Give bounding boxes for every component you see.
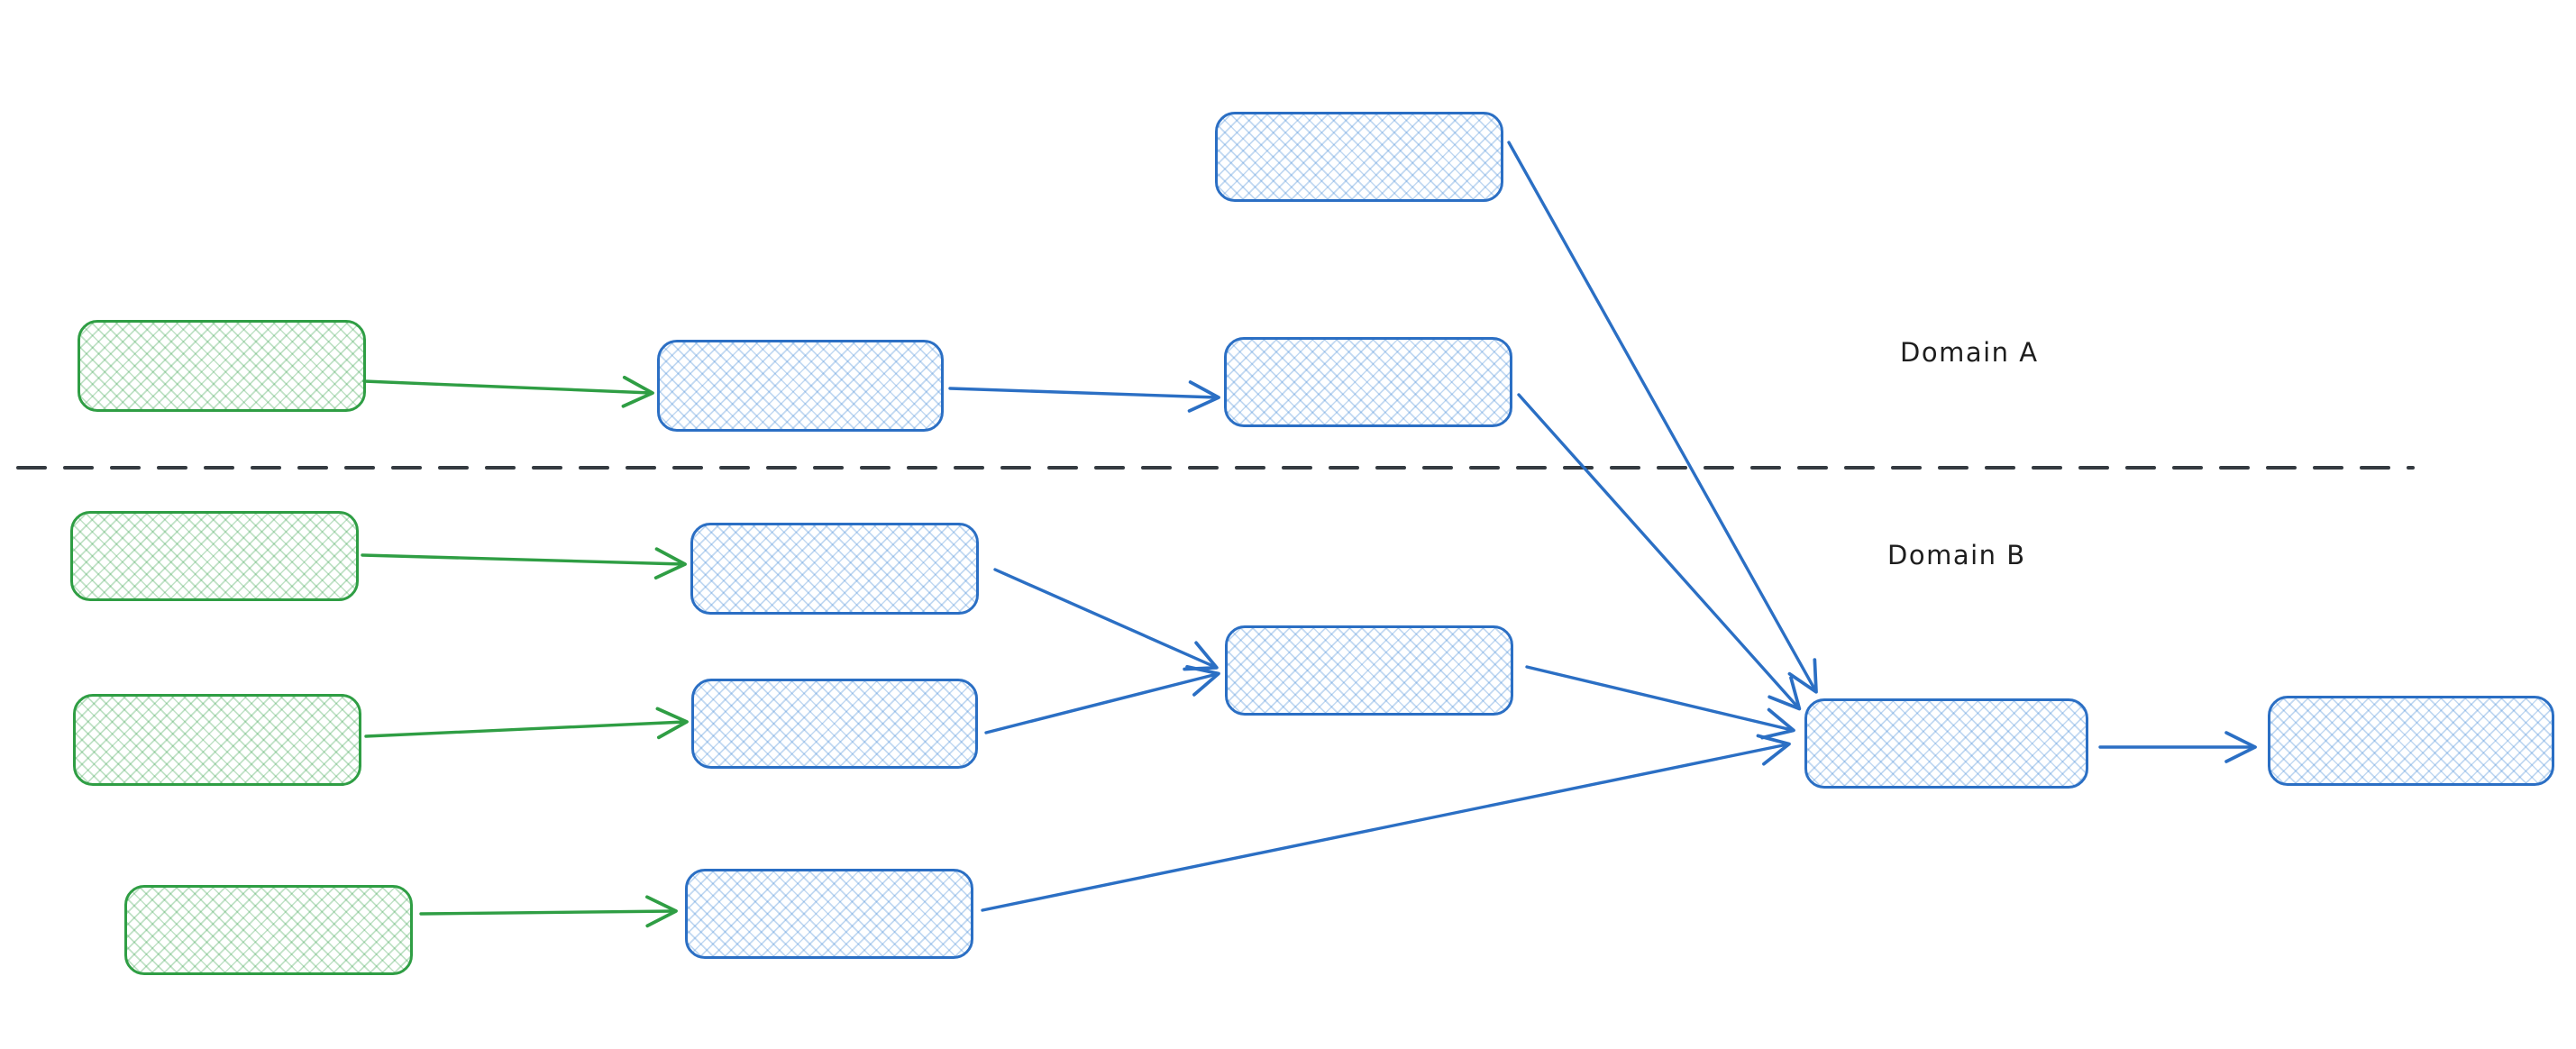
blue-stage1-b1[interactable] — [690, 523, 979, 615]
green-input-b1[interactable] — [70, 511, 359, 601]
arrow-stage1b2-to-stage2b[interactable] — [984, 665, 1220, 734]
green-input-b3[interactable] — [124, 885, 413, 975]
arrow-green-a-to-stage1[interactable] — [362, 375, 654, 408]
domain-b-label[interactable]: Domain B — [1887, 540, 2026, 570]
blue-stage2-a[interactable] — [1224, 337, 1512, 427]
edge-layer — [361, 141, 2257, 928]
blue-stage1-b2[interactable] — [691, 679, 978, 769]
blue-input-top[interactable] — [1215, 112, 1503, 202]
blue-stage1-a[interactable] — [657, 340, 944, 432]
blue-merge[interactable] — [1804, 698, 2088, 789]
blue-stage2-b[interactable] — [1225, 625, 1513, 716]
arrow-stage1a-to-stage2a[interactable] — [948, 380, 1220, 413]
arrow-stage2b-to-merge[interactable] — [1525, 665, 1795, 740]
blue-stage1-b3[interactable] — [685, 869, 973, 959]
arrow-top-to-merge[interactable] — [1507, 141, 1818, 694]
green-input-a[interactable] — [78, 320, 366, 412]
arrow-green-b1-to-stage1[interactable] — [361, 547, 687, 580]
arrow-stage2a-to-merge[interactable] — [1517, 393, 1802, 711]
arrow-green-b3-to-stage1[interactable] — [419, 895, 678, 928]
arrow-stage1b1-to-stage2b[interactable] — [993, 568, 1219, 671]
domain-a-label[interactable]: Domain A — [1900, 337, 2039, 368]
arrow-green-b2-to-stage1[interactable] — [364, 707, 689, 740]
blue-output[interactable] — [2268, 696, 2554, 786]
green-input-b2[interactable] — [73, 694, 361, 786]
arrow-stage1b3-to-merge[interactable] — [981, 734, 1791, 912]
